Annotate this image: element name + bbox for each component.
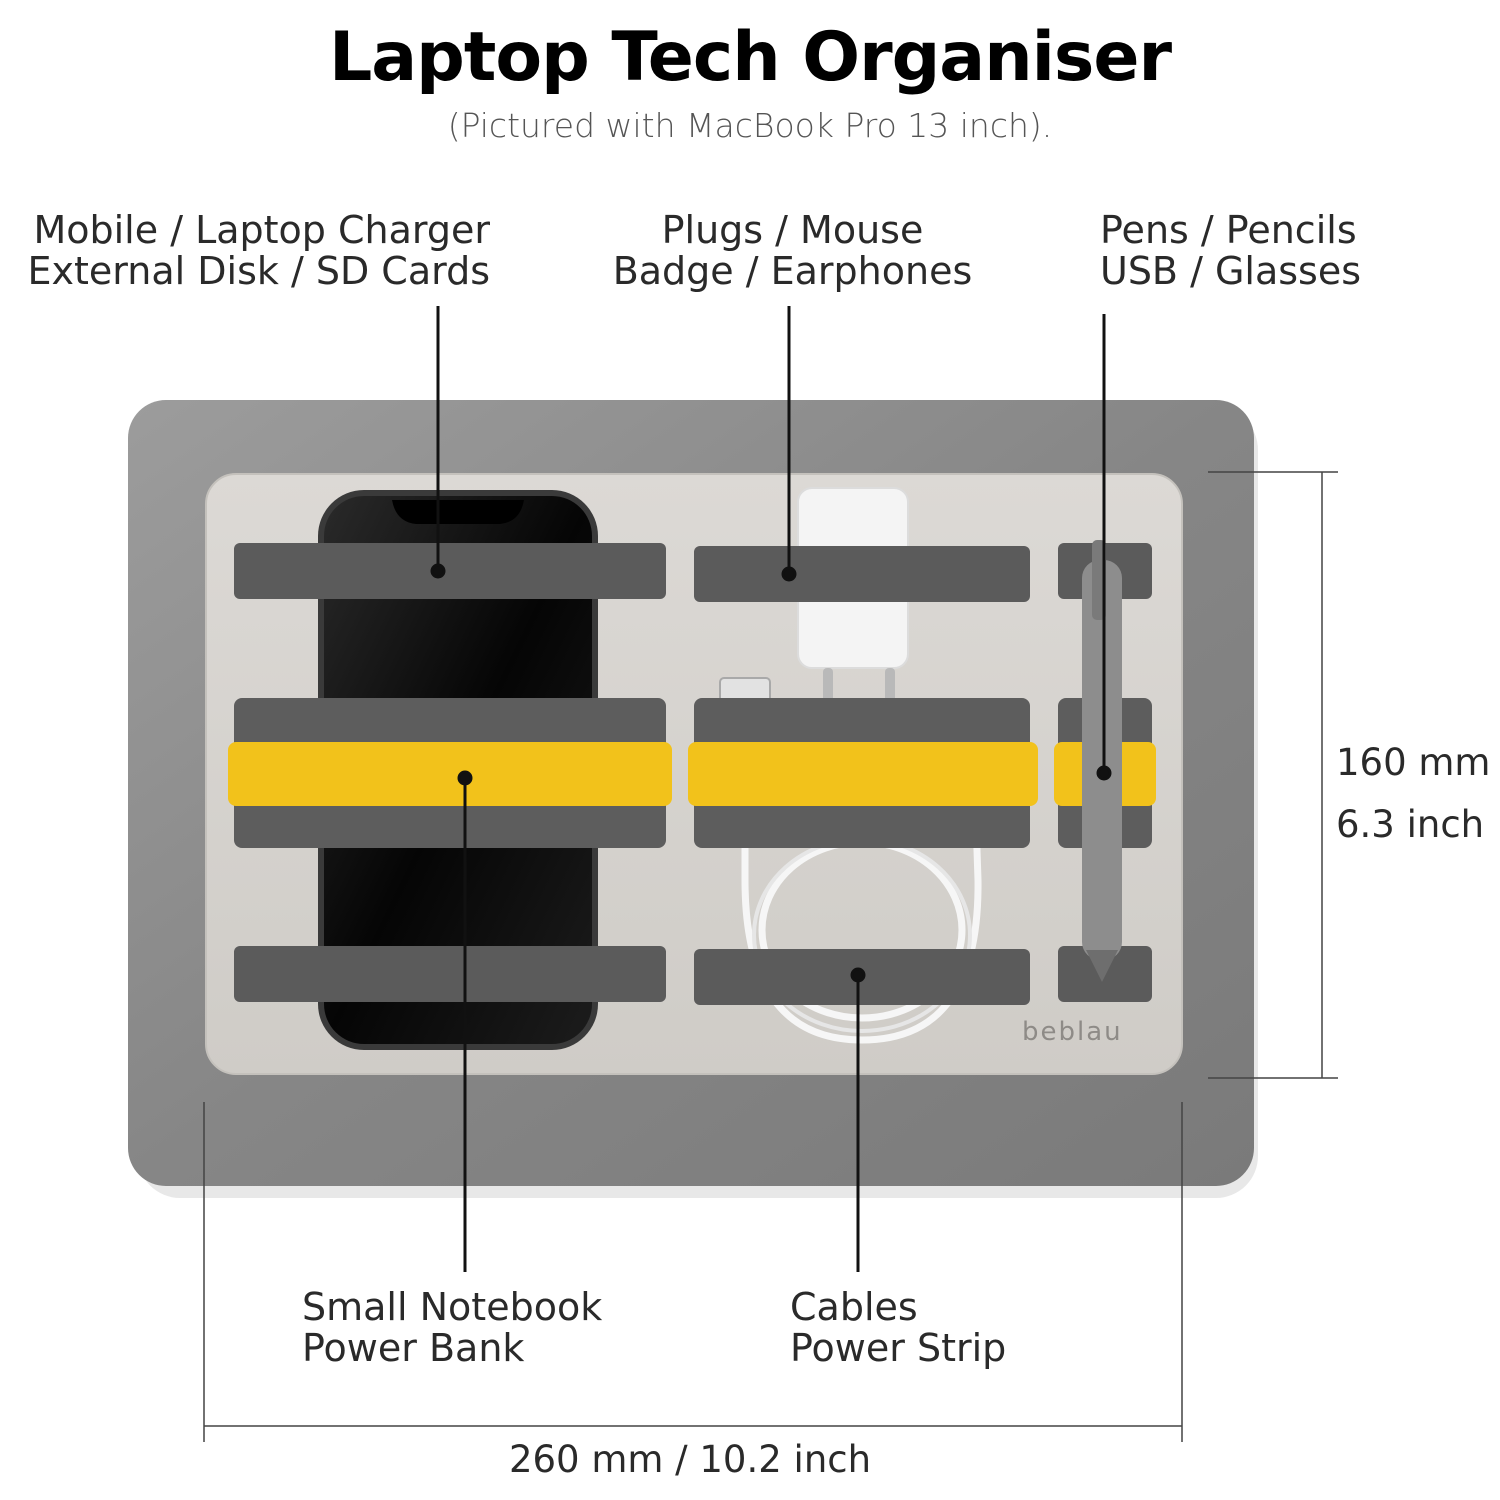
height-dimension: 160 mm 6.3 inch — [1336, 732, 1490, 856]
callout-pens-line2: USB / Glasses — [1100, 249, 1362, 293]
callout-pens-line1: Pens / Pencils — [1100, 208, 1357, 252]
brand-logo: beblau — [1022, 1017, 1123, 1047]
callout-plugs-line1: Plugs / Mouse — [661, 208, 924, 252]
callout-charger: Mobile / Laptop Charger External Disk / … — [0, 210, 490, 292]
callout-notebook-line1: Small Notebook — [302, 1285, 603, 1329]
strap-top-left — [234, 543, 666, 599]
page-title: Laptop Tech Organiser — [328, 18, 1172, 97]
callout-notebook-line2: Power Bank — [302, 1326, 525, 1370]
height-inch: 6.3 inch — [1336, 803, 1485, 846]
page-subtitle: (Pictured with MacBook Pro 13 inch). — [447, 106, 1053, 145]
callout-cables-line2: Power Strip — [790, 1326, 1007, 1370]
callout-plugs-line2: Badge / Earphones — [612, 249, 973, 293]
callout-plugs: Plugs / Mouse Badge / Earphones — [590, 210, 995, 292]
callout-cables-line1: Cables — [790, 1285, 918, 1329]
callout-notebook: Small Notebook Power Bank — [302, 1287, 602, 1369]
yellow-strap-left — [228, 742, 672, 806]
yellow-strap-middle — [688, 742, 1038, 806]
callout-charger-line2: External Disk / SD Cards — [27, 249, 490, 293]
callout-cables: Cables Power Strip — [790, 1287, 1006, 1369]
strap-top-middle — [694, 546, 1030, 602]
pen — [1082, 540, 1122, 982]
dimension-lines — [203, 471, 1338, 1442]
height-mm: 160 mm — [1336, 741, 1491, 784]
leader-lines — [430, 306, 1112, 1272]
callout-pens: Pens / Pencils USB / Glasses — [1100, 210, 1361, 292]
callout-charger-line1: Mobile / Laptop Charger — [33, 208, 490, 252]
strap-bottom-left — [234, 946, 666, 1002]
width-dimension: 260 mm / 10.2 inch — [508, 1438, 872, 1481]
